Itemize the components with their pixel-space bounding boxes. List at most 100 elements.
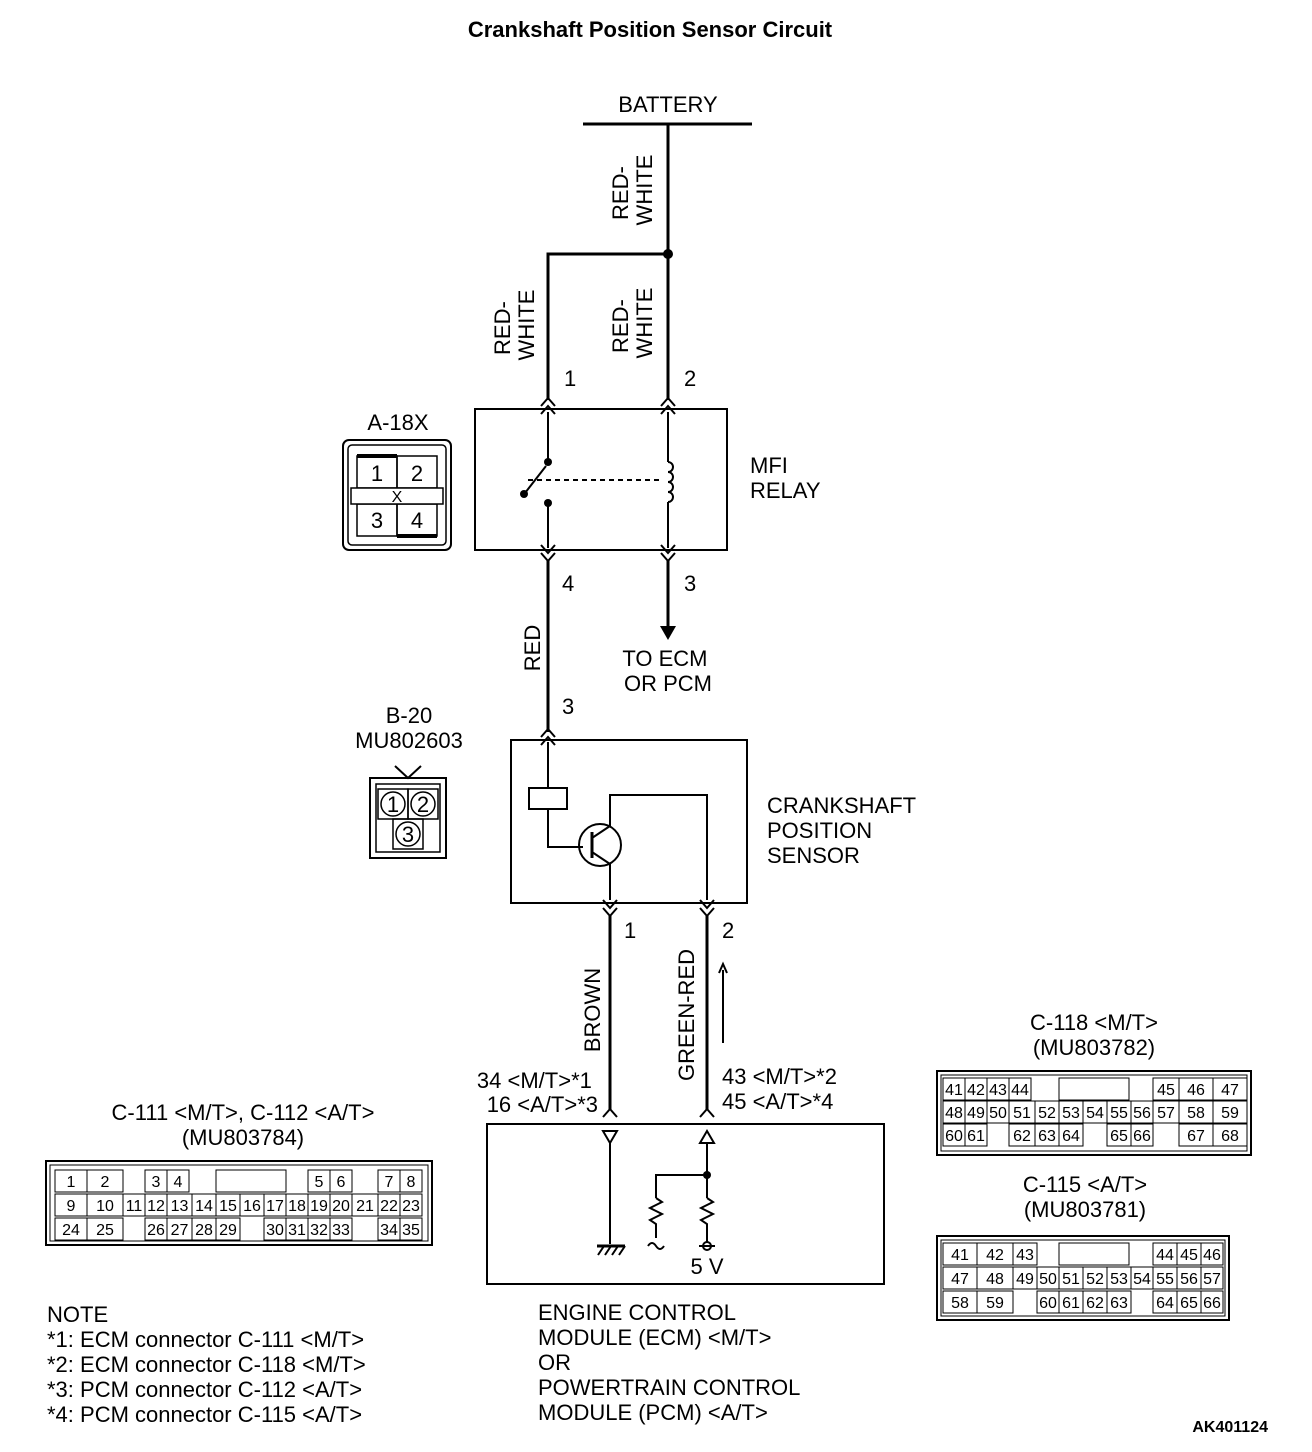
arrow-to-ecm [660, 626, 676, 640]
mfi-relay-box [474, 408, 728, 551]
connector-pin-number: 41 [951, 1247, 969, 1264]
relay-pin-2: 2 [684, 366, 696, 391]
connector-pin-number: 30 [266, 1222, 284, 1239]
connector-pin-number: 42 [986, 1247, 1004, 1264]
connector-pin-number: 49 [1016, 1271, 1034, 1288]
sensor-transistor [578, 823, 622, 867]
connector-pin-number: 68 [1221, 1128, 1239, 1145]
connector-pin-number: 45 [1180, 1247, 1198, 1264]
connector-pin-number: 62 [1013, 1128, 1031, 1145]
connector-pin-number: 65 [1110, 1128, 1128, 1145]
connector-pin-number: 18 [288, 1198, 306, 1215]
connector-pin-cell [1212, 1077, 1248, 1101]
connector-pin-number: 21 [356, 1198, 374, 1215]
connector-pin-number: 44 [1011, 1082, 1029, 1099]
connector-key-slot [215, 1169, 287, 1193]
connector-pin-number: 5 [315, 1174, 324, 1191]
ecm-box [486, 1123, 885, 1285]
connector-a18x-inner [347, 444, 447, 546]
connector-b20-inner [375, 783, 441, 853]
sensor-element [528, 787, 568, 810]
connector-b20-latch [394, 765, 422, 780]
connector-pin-number: 34 [380, 1222, 398, 1239]
connector-a18x-pin: 4 [411, 508, 423, 533]
connector-pin-number: 46 [1203, 1247, 1221, 1264]
resistor-right [698, 1197, 716, 1242]
connector-pin-number: 14 [195, 1198, 213, 1215]
sensor-base-lead [547, 809, 583, 848]
connector-pin-number: 48 [945, 1105, 963, 1122]
wire-label-line: WHITE [632, 288, 657, 359]
connector-pin-cell [329, 1169, 353, 1193]
connector-pin-number: 44 [1156, 1247, 1174, 1264]
connector-pin-cell [86, 1217, 124, 1241]
connector-c118-name: C-118 <M/T> [1030, 1010, 1158, 1035]
connector-b20-pin-ring [380, 791, 406, 817]
sensor-pin-2: 2 [722, 918, 734, 943]
sensor-collector-lead [609, 794, 708, 900]
connector-pin-number: 10 [96, 1198, 114, 1215]
connector-c118-outer [936, 1070, 1252, 1156]
connector-pin-number: 11 [126, 1198, 143, 1215]
connector-pin-cell [1012, 1242, 1038, 1266]
connector-c115-name: C-115 <A/T> [1023, 1172, 1147, 1197]
ecm-pin-left: 34 <M/T>*1 16 <A/T>*3 [477, 1068, 598, 1117]
relay-pin-3: 3 [684, 571, 696, 596]
relay-pin-1: 1 [564, 366, 576, 391]
connector-pin-number: 31 [288, 1222, 306, 1239]
connector-pin-number: 67 [1187, 1128, 1205, 1145]
connector-pin-number: 54 [1133, 1271, 1151, 1288]
connector-pin-number: 52 [1038, 1105, 1056, 1122]
connector-pin-number: 53 [1062, 1105, 1080, 1122]
connector-pin-number: 66 [1203, 1295, 1221, 1312]
sensor-label-line: CRANKSHAFT [767, 793, 916, 818]
ecm-label-line: ENGINE CONTROL [538, 1300, 736, 1325]
connector-pin-number: 48 [986, 1271, 1004, 1288]
relay-switch-arm [524, 465, 547, 494]
connector-a18x-pin: 1 [371, 461, 383, 486]
connector-pin-number: 58 [951, 1295, 969, 1312]
wire-label-green-red: GREEN-RED [674, 949, 699, 1081]
connector-pin-cell [329, 1217, 353, 1241]
connector-key-slot [1058, 1077, 1130, 1101]
ecm-label-line: MODULE (ECM) <M/T> [538, 1325, 771, 1350]
ecm-pin-right-line: 43 <M/T>*2 [722, 1064, 837, 1089]
connector-pin-number: 25 [96, 1222, 114, 1239]
connector-pin-number: 43 [989, 1082, 1007, 1099]
note-line: *2: ECM connector C-118 <M/T> [47, 1352, 366, 1377]
connector-pin-cell [976, 1290, 1014, 1314]
ground-icon-hatch [618, 1245, 626, 1256]
sensor-pin-1: 1 [624, 918, 636, 943]
connector-pin-number: 59 [1221, 1105, 1239, 1122]
connector-pin-cell [1200, 1290, 1224, 1314]
connector-pin-number: 62 [1086, 1295, 1104, 1312]
diagram-title: Crankshaft Position Sensor Circuit [468, 17, 833, 42]
connector-pin-number: 60 [1039, 1295, 1057, 1312]
resistor-left [647, 1197, 665, 1238]
sensor-pin-3: 3 [562, 694, 574, 719]
connector-b20-pin-ring [395, 821, 421, 847]
connector-mark [540, 727, 556, 738]
connector-mark [602, 899, 618, 910]
ac-symbol [647, 1242, 665, 1250]
connector-pin-cell [1212, 1100, 1248, 1124]
connector-pin-number: 61 [967, 1128, 985, 1145]
connector-b20-pin-ring [410, 791, 436, 817]
ground-icon-hatch [604, 1245, 612, 1256]
connector-pin-number: 2 [101, 1174, 110, 1191]
connector-pin-number: 64 [1062, 1128, 1080, 1145]
connector-pin-cell [1200, 1266, 1224, 1290]
to-ecm-line: TO ECM [622, 646, 707, 671]
connector-pin-cell [1058, 1123, 1084, 1147]
connector-c115-outer [936, 1235, 1230, 1321]
sensor-label: CRANKSHAFT POSITION SENSOR [767, 793, 922, 868]
connector-mark [660, 544, 676, 555]
wire-label-red-white-top: RED- WHITE [608, 155, 657, 226]
wire-junction-left [546, 252, 668, 400]
connector-pin-cell [86, 1169, 124, 1193]
connector-pin-number: 56 [1180, 1271, 1198, 1288]
connector-pin-number: 45 [1157, 1082, 1175, 1099]
connector-b20-cell [392, 818, 424, 850]
ecm-label: ENGINE CONTROL MODULE (ECM) <M/T> OR POW… [538, 1300, 806, 1425]
connector-pin-number: 23 [402, 1198, 420, 1215]
